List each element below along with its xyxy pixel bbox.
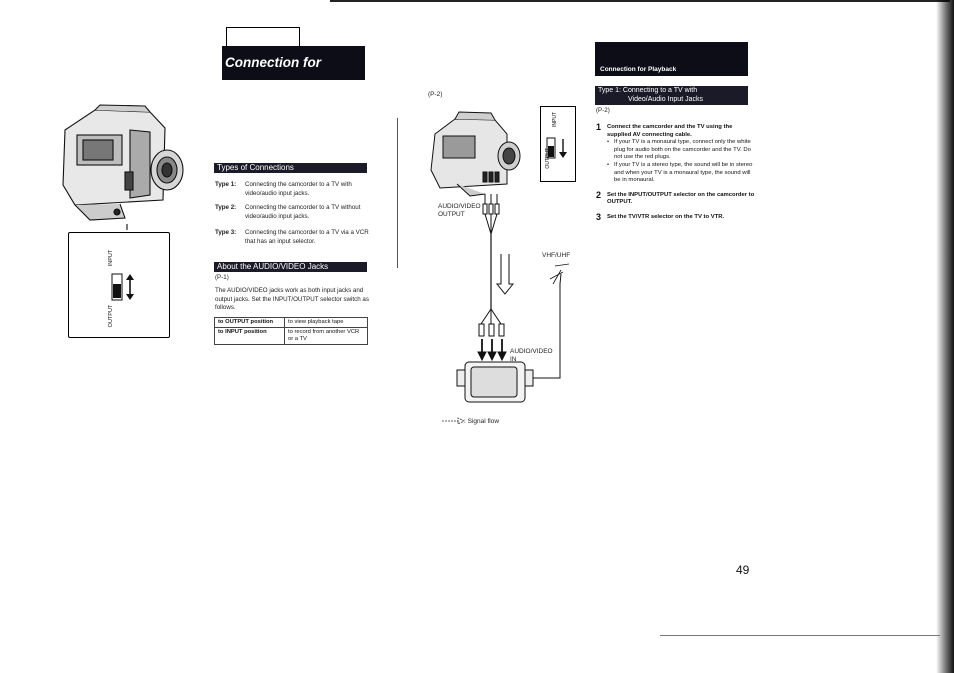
signal-flow-icon — [442, 417, 465, 425]
about-ref: (P-1) — [215, 274, 229, 281]
camcorder-illustration — [62, 104, 184, 230]
switch-label-output: OUTPUT — [108, 304, 114, 328]
switch-label-input: INPUT — [108, 249, 114, 267]
type1-header-line2: Video/Audio Input Jacks — [628, 95, 703, 103]
type2-label: Type 2: — [215, 204, 237, 211]
table-cell-key: to INPUT position — [214, 327, 285, 345]
step-heading: Set the TV/VTR selector on the TV to VTR… — [607, 213, 725, 220]
av-output-label: AUDIO/VIDEO OUTPUT — [438, 203, 481, 218]
list-item: If your TV is a monaural type, connect o… — [607, 139, 756, 162]
right-page-title: Connection for Playback — [595, 42, 748, 76]
type1-header: Type 1: Connecting to a TV with Video/Au… — [595, 86, 748, 105]
diagram-switch-box — [540, 106, 576, 182]
blank-label-box — [226, 27, 300, 47]
type1-header-line1: Type 1: Connecting to a TV with — [598, 87, 698, 94]
switch-illustration — [111, 273, 134, 301]
step-3: 3 Set the TV/VTR selector on the TV to V… — [596, 211, 756, 222]
step-heading: Connect the camcorder and the TV using t… — [607, 124, 733, 138]
table-cell-value: to record from another VCR or a TV — [284, 327, 368, 345]
right-page-ref: (P-2) — [596, 107, 610, 114]
signal-flow-legend: : Signal flow — [464, 418, 500, 425]
type3-label: Type 3: — [215, 229, 237, 236]
connection-diagram — [430, 111, 570, 403]
scan-shadow-right — [936, 0, 954, 673]
about-header: About the AUDIO/VIDEO Jacks — [214, 262, 367, 272]
type3-text: Connecting the camcorder to a TV via a V… — [245, 229, 369, 245]
step-number: 2 — [596, 189, 602, 200]
scan-edge-top — [330, 0, 950, 2]
step-bullets: If your TV is a monaural type, connect o… — [607, 139, 756, 185]
page-number: 49 — [736, 563, 750, 577]
scan-edge-bottom — [660, 635, 940, 636]
type2-text: Connecting the camcorder to a TV without… — [245, 204, 361, 220]
type1-text: Connecting the camcorder to a TV with vi… — [245, 181, 352, 197]
type1-label: Type 1: — [215, 181, 237, 188]
switch-detail-box — [68, 232, 170, 338]
types-header: Types of Connections — [214, 163, 367, 173]
page-title: Connection for Playback — [222, 46, 365, 104]
step-2: 2 Set the INPUT/OUTPUT selector on the c… — [596, 189, 756, 207]
steps-list: 1 Connect the camcorder and the TV using… — [596, 122, 756, 226]
step-heading: Set the INPUT/OUTPUT selector on the cam… — [607, 191, 755, 206]
page-fold-line — [397, 118, 398, 268]
table-row: to OUTPUT position to view playback tape — [214, 317, 368, 328]
table-cell-key: to OUTPUT position — [214, 317, 285, 328]
table-row: to INPUT position to record from another… — [214, 327, 368, 345]
diagram-switch-output: OUTPUT — [545, 148, 551, 169]
position-table: to OUTPUT position to view playback tape… — [214, 317, 368, 345]
diagram-ref: (P-2) — [428, 91, 443, 98]
step-number: 3 — [596, 211, 602, 222]
vhf-uhf-label: VHF/UHF — [542, 252, 571, 259]
diagram-switch-input: INPUT — [552, 112, 558, 127]
list-item: If your TV is a stereo type, the sound w… — [607, 162, 756, 185]
av-in-label: AUDIO/VIDEO IN — [510, 348, 553, 363]
table-cell-value: to view playback tape — [284, 317, 368, 328]
diagram-switch-icon — [546, 137, 567, 159]
step-number: 1 — [596, 122, 602, 132]
about-text: The AUDIO/VIDEO jacks work as both input… — [215, 287, 369, 312]
step-1: 1 Connect the camcorder and the TV using… — [596, 122, 756, 185]
